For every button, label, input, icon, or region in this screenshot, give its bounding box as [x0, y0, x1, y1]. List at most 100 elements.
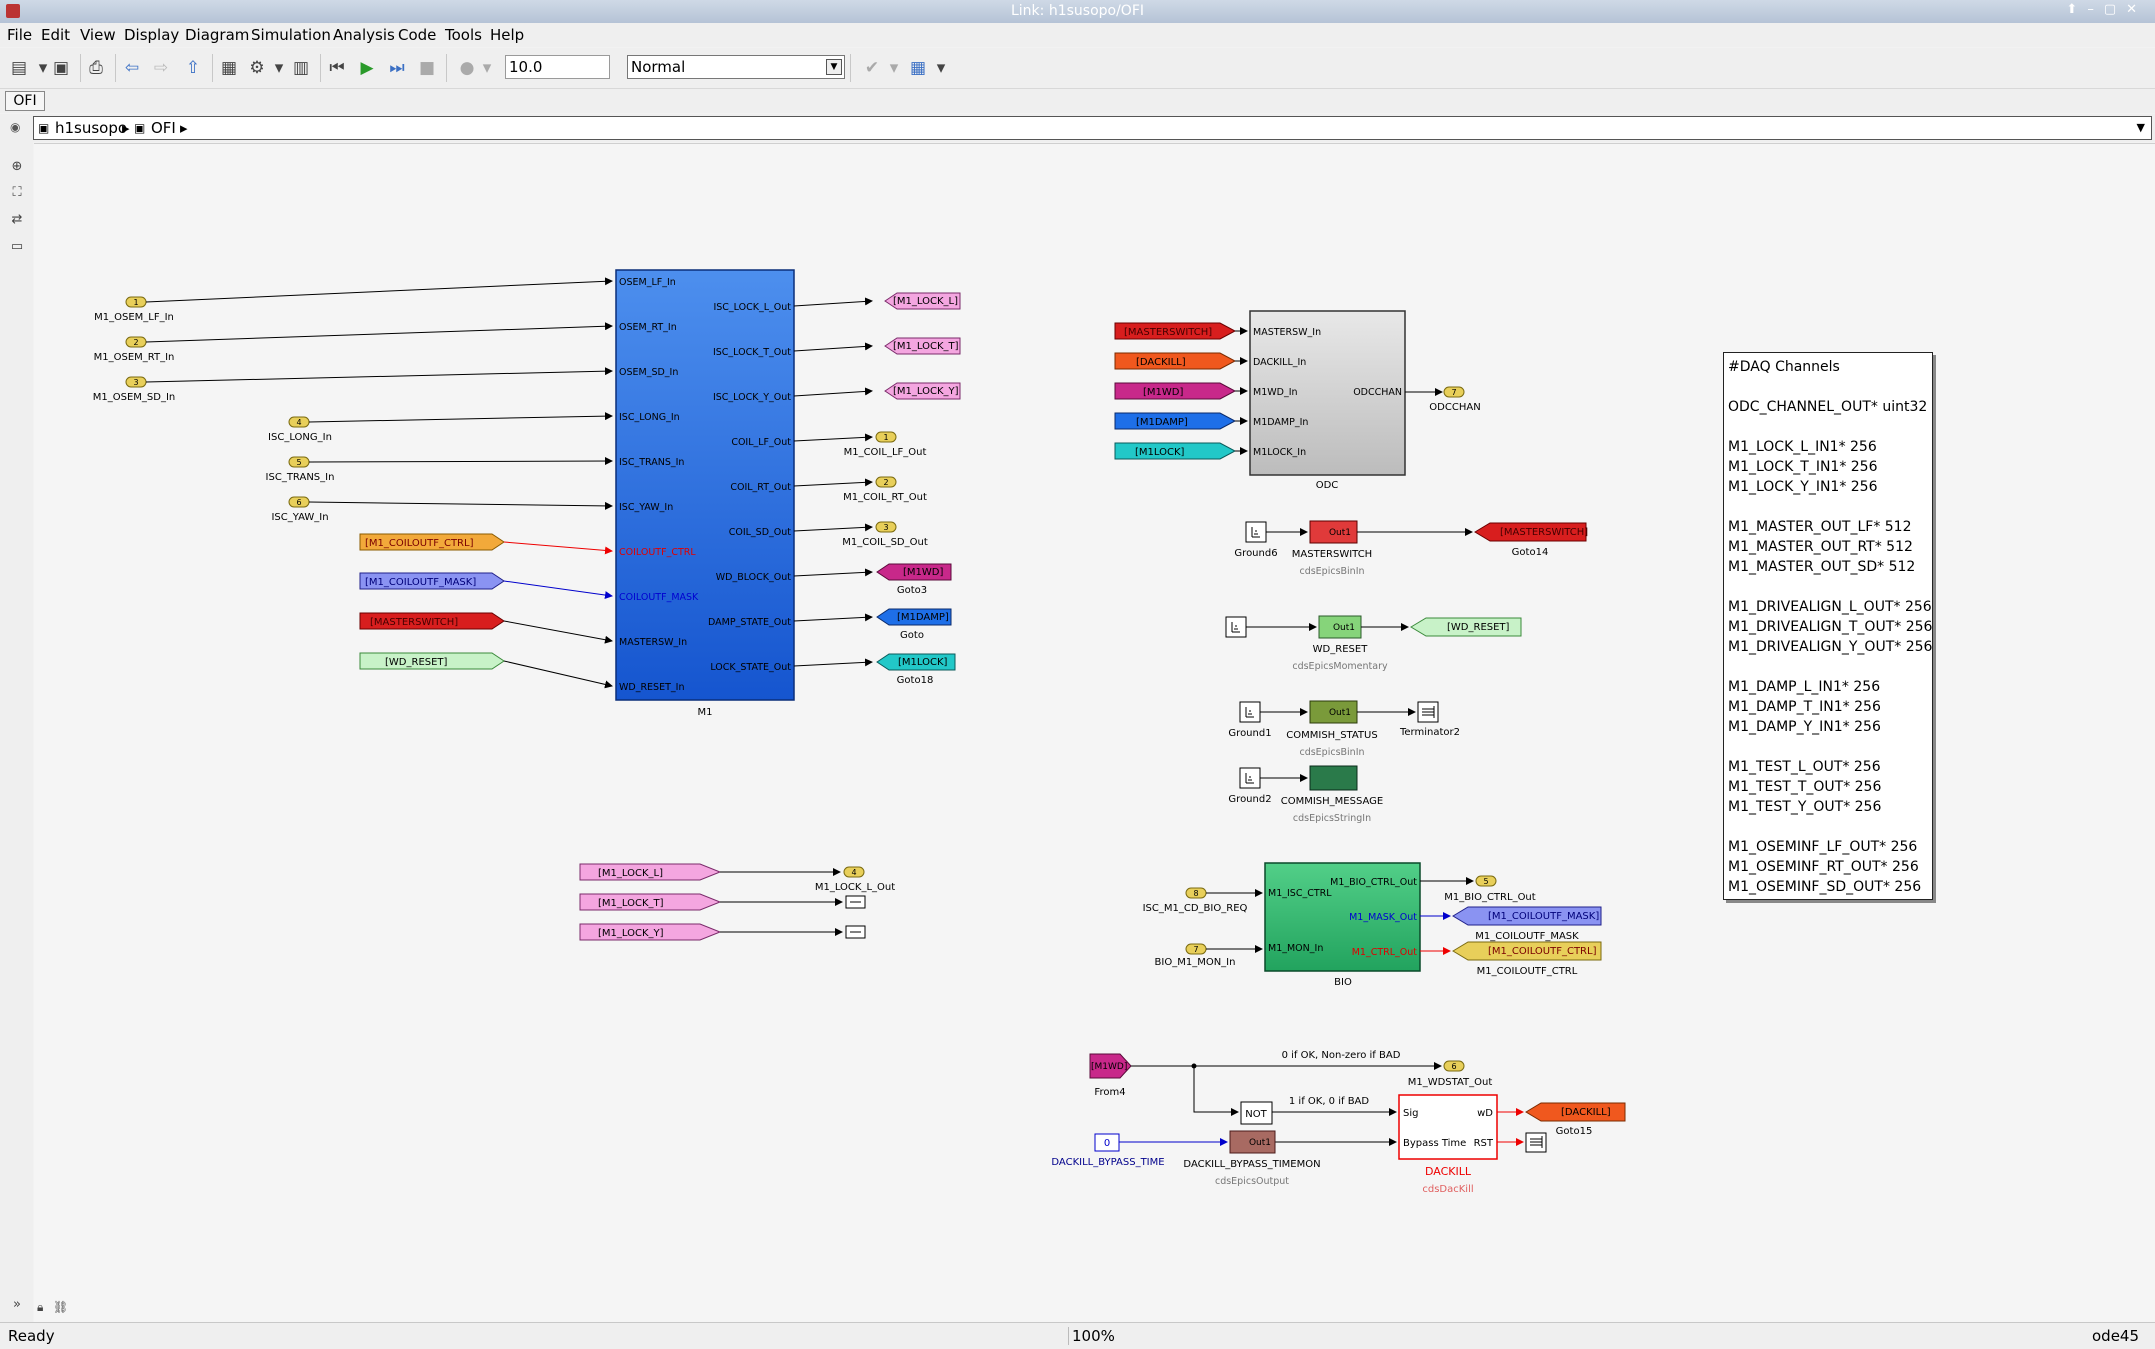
back-icon[interactable]: ⇦ — [124, 58, 140, 78]
fit-view-icon[interactable]: ⛶ — [12, 185, 22, 200]
dackill-bypass-timemon-block[interactable]: Out1 DACKILL_BYPASS_TIMEMON cdsEpicsOutp… — [1183, 1130, 1321, 1187]
ground1-block[interactable]: Ground1 — [1228, 701, 1272, 739]
run-icon[interactable]: ▶ — [360, 58, 374, 78]
chevron-down-icon[interactable]: ▼ — [2136, 121, 2145, 134]
goto-masterswitch[interactable]: [MASTERSWITCH] Goto14 — [1474, 522, 1588, 558]
terminator-lock-y[interactable] — [845, 925, 866, 939]
goto-m1-lock-t[interactable]: [M1_LOCK_T] — [884, 337, 961, 355]
ground-block[interactable] — [1225, 616, 1247, 638]
goto-coiloutf-mask[interactable]: [M1_COILOUTF_MASK] M1_COILOUTF_MASK — [1452, 906, 1602, 942]
forward-icon[interactable]: ⇨ — [153, 58, 169, 78]
daq-channels-note[interactable]: #DAQ Channels ODC_CHANNEL_OUT* uint32 M1… — [1723, 352, 1933, 900]
grid-icon[interactable]: ▦ — [909, 58, 927, 78]
annotation-icon[interactable]: ▭ — [10, 239, 24, 254]
chevron-down-icon[interactable]: ▾ — [936, 58, 946, 78]
up-icon[interactable]: ⇧ — [185, 58, 201, 78]
lock-icon[interactable]: 🔒︎ — [37, 1300, 44, 1314]
simulation-mode-select[interactable]: Normal ▼ — [627, 55, 845, 79]
odc-froms[interactable]: [MASTERSWITCH] [DACKILL] [M1WD] [M1DAMP]… — [1114, 322, 1237, 460]
goto-wd-reset[interactable]: [WD_RESET] — [1410, 617, 1522, 637]
dackill-block[interactable]: Sig Bypass Time wD RST DACKILL cdsDacKil… — [1398, 1094, 1498, 1195]
inport-2[interactable]: 2 M1_OSEM_RT_In — [94, 336, 175, 363]
goto-dackill[interactable]: [DACKILL] Goto15 — [1525, 1102, 1626, 1137]
tab-ofi[interactable]: OFI — [5, 91, 45, 111]
breadcrumb-item-ofi[interactable]: OFI — [151, 119, 176, 137]
save-icon[interactable]: ▣ — [52, 58, 70, 78]
from-m1-lock-t[interactable]: [M1_LOCK_T] — [579, 893, 722, 911]
goto-m1lock[interactable]: [M1LOCK] Goto18 — [876, 653, 956, 686]
masterswitch-epics-block[interactable]: Out1 MASTERSWITCH cdsEpicsBinIn — [1292, 520, 1372, 577]
menu-simulation[interactable]: Simulation — [251, 26, 331, 44]
chevron-down-icon[interactable]: ▾ — [889, 58, 899, 78]
from-coiloutf-mask[interactable]: [M1_COILOUTF_MASK] — [359, 572, 505, 590]
menu-diagram[interactable]: Diagram — [185, 26, 250, 44]
terminator-rst[interactable] — [1525, 1132, 1547, 1153]
terminator-lock-t[interactable] — [845, 895, 866, 909]
outport-6[interactable]: 6 M1_WDSTAT_Out — [1408, 1060, 1493, 1088]
inport-3[interactable]: 3 M1_OSEM_SD_In — [93, 376, 176, 403]
chevron-down-icon[interactable]: ▾ — [482, 58, 492, 78]
step-back-icon[interactable]: ⏮ — [329, 58, 345, 78]
arrows-icon[interactable]: ⇄ — [11, 212, 23, 227]
library-browser-icon[interactable]: ▦ — [220, 58, 238, 78]
bio-outport-5[interactable]: 5 M1_BIO_CTRL_Out — [1444, 875, 1536, 903]
new-model-icon[interactable]: ▤ — [10, 58, 28, 78]
from-m1wd-dackill[interactable]: [M1WD] From4 — [1089, 1053, 1132, 1098]
stop-time-input[interactable]: 10.0 — [505, 55, 610, 79]
from-m1-lock-l[interactable]: [M1_LOCK_L] — [579, 863, 722, 881]
outport-4[interactable]: 4 M1_LOCK_L_Out — [815, 866, 895, 893]
hide-browser-icon[interactable]: ◉ — [10, 120, 21, 134]
m1-subsystem-block[interactable]: OSEM_LF_In OSEM_RT_In OSEM_SD_In ISC_LON… — [615, 269, 795, 718]
goto-m1-lock-y[interactable]: [M1_LOCK_Y] — [884, 382, 961, 400]
menu-file[interactable]: File — [7, 26, 33, 44]
bio-inport-8[interactable]: 8 ISC_M1_CD_BIO_REQ — [1143, 887, 1248, 914]
chevron-down-icon[interactable]: ▼ — [826, 59, 842, 75]
commish-message-epics-block[interactable]: COMMISH_MESSAGE cdsEpicsStringIn — [1281, 765, 1384, 824]
ground2-block[interactable]: Ground2 — [1228, 767, 1272, 805]
print-icon[interactable]: ⎙ — [89, 58, 103, 78]
outport-3[interactable]: 3 M1_COIL_SD_Out — [842, 521, 928, 548]
terminator2-block[interactable]: Terminator2 — [1399, 701, 1460, 738]
chevron-down-icon[interactable]: ▾ — [274, 58, 284, 78]
from-wd-reset[interactable]: [WD_RESET] — [359, 652, 505, 670]
goto-m1-lock-l[interactable]: [M1_LOCK_L] — [884, 292, 961, 310]
inport-4[interactable]: 4 ISC_LONG_In — [268, 416, 332, 443]
commish-status-epics-block[interactable]: Out1 COMMISH_STATUS cdsEpicsBinIn — [1286, 700, 1378, 758]
model-explorer-icon[interactable]: ▥ — [292, 58, 310, 78]
stop-icon[interactable]: ■ — [418, 58, 436, 78]
gear-icon[interactable]: ⚙ — [249, 58, 265, 78]
zoom-icon[interactable]: ⊕ — [11, 159, 23, 174]
bio-subsystem-block[interactable]: M1_ISC_CTRL M1_MON_In M1_BIO_CTRL_Out M1… — [1264, 862, 1421, 988]
inport-5[interactable]: 5 ISC_TRANS_In — [266, 456, 335, 483]
menu-code[interactable]: Code — [398, 26, 437, 44]
menu-tools[interactable]: Tools — [445, 26, 482, 44]
goto-coiloutf-ctrl[interactable]: [M1_COILOUTF_CTRL] M1_COILOUTF_CTRL — [1452, 941, 1602, 977]
menu-view[interactable]: View — [80, 26, 116, 44]
chevron-down-icon[interactable]: ▾ — [38, 58, 48, 78]
constant-block[interactable]: 0 DACKILL_BYPASS_TIME — [1051, 1133, 1165, 1168]
inport-6[interactable]: 6 ISC_YAW_In — [271, 496, 329, 523]
breadcrumb-item-h1susopo[interactable]: h1susopo — [55, 119, 128, 137]
bio-inport-7[interactable]: 7 BIO_M1_MON_In — [1155, 943, 1236, 968]
menu-edit[interactable]: Edit — [41, 26, 71, 44]
step-forward-icon[interactable]: ⏭ — [389, 58, 405, 78]
from-m1-lock-y[interactable]: [M1_LOCK_Y] — [579, 923, 722, 941]
outport-7[interactable]: 7 ODCCHAN — [1429, 386, 1481, 413]
record-icon[interactable]: ● — [459, 58, 475, 78]
inport-1[interactable]: 1 M1_OSEM_LF_In — [94, 296, 174, 323]
menu-display[interactable]: Display — [124, 26, 180, 44]
odc-subsystem-block[interactable]: MASTERSW_In DACKILL_In M1WD_In M1DAMP_In… — [1249, 310, 1406, 491]
from-coiloutf-ctrl[interactable]: [M1_COILOUTF_CTRL] — [359, 533, 505, 551]
menu-help[interactable]: Help — [490, 26, 525, 44]
check-icon[interactable]: ✔ — [864, 58, 880, 78]
goto-m1damp[interactable]: [M1DAMP] Goto — [876, 608, 952, 641]
outport-2[interactable]: 2 M1_COIL_RT_Out — [843, 476, 927, 503]
from-masterswitch[interactable]: [MASTERSWITCH] — [359, 612, 505, 630]
outport-1[interactable]: 1 M1_COIL_LF_Out — [844, 431, 927, 458]
not-block[interactable]: NOT — [1240, 1101, 1273, 1125]
menu-analysis[interactable]: Analysis — [333, 26, 395, 44]
window-controls[interactable]: ⬆–▢✕ — [2066, 2, 2147, 17]
ground6-block[interactable]: Ground6 — [1234, 521, 1278, 559]
link-icon[interactable]: ⛓ — [53, 1300, 69, 1314]
goto-m1wd[interactable]: [M1WD] Goto3 — [876, 563, 952, 596]
